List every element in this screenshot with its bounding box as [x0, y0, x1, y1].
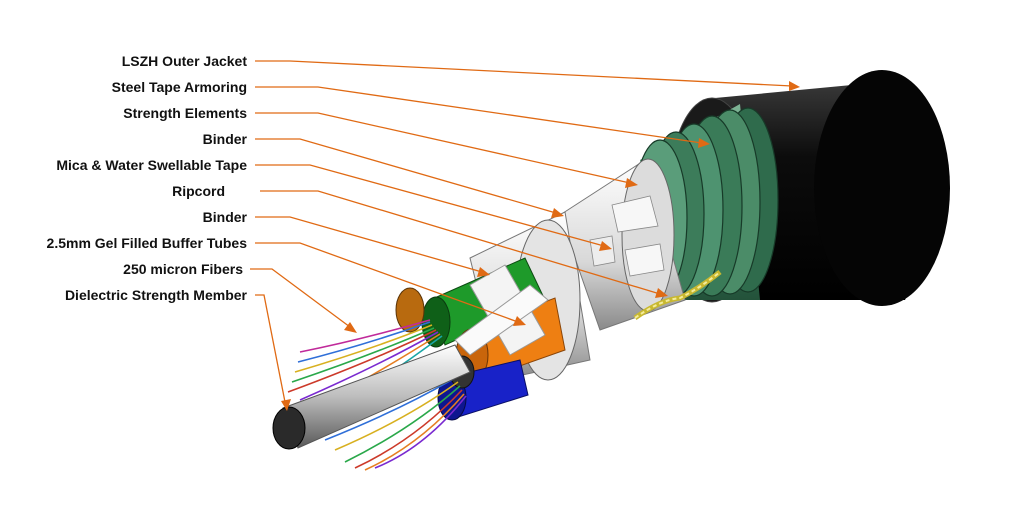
leader-lines [250, 60, 800, 411]
cable-illustration [272, 70, 950, 471]
label-binder-inner: Binder [203, 209, 248, 225]
label-ripcord: Ripcord [172, 183, 225, 199]
leader-binder-inner [255, 216, 490, 277]
labels: LSZH Outer Jacket Steel Tape Armoring St… [47, 53, 248, 303]
label-lszh-outer-jacket: LSZH Outer Jacket [122, 53, 248, 69]
leader-250-micron-fibers [250, 268, 357, 333]
label-dielectric-strength-member: Dielectric Strength Member [65, 287, 248, 303]
label-binder-outer: Binder [203, 131, 248, 147]
ripcord [633, 270, 722, 321]
strength-elements-sleeve [559, 158, 686, 331]
leader-strength-elements [255, 112, 638, 188]
leader-ripcord [260, 190, 668, 298]
leader-dielectric-strength-member [255, 294, 291, 411]
label-250-micron-fibers: 250 micron Fibers [123, 261, 243, 277]
leader-binder-outer [255, 138, 564, 218]
label-mica-water-swellable-tape: Mica & Water Swellable Tape [56, 157, 247, 173]
label-steel-tape-armoring: Steel Tape Armoring [112, 79, 247, 95]
label-gel-filled-buffer-tubes: 2.5mm Gel Filled Buffer Tubes [47, 235, 248, 251]
dielectric-strength-member [272, 344, 471, 450]
leader-mica-water-swellable-tape [255, 164, 612, 251]
leader-steel-tape-armoring [255, 86, 710, 148]
leader-gel-filled-buffer-tubes [255, 242, 526, 326]
binder-wraps [454, 264, 549, 356]
leader-lszh-outer-jacket [255, 60, 800, 91]
label-strength-elements: Strength Elements [123, 105, 247, 121]
